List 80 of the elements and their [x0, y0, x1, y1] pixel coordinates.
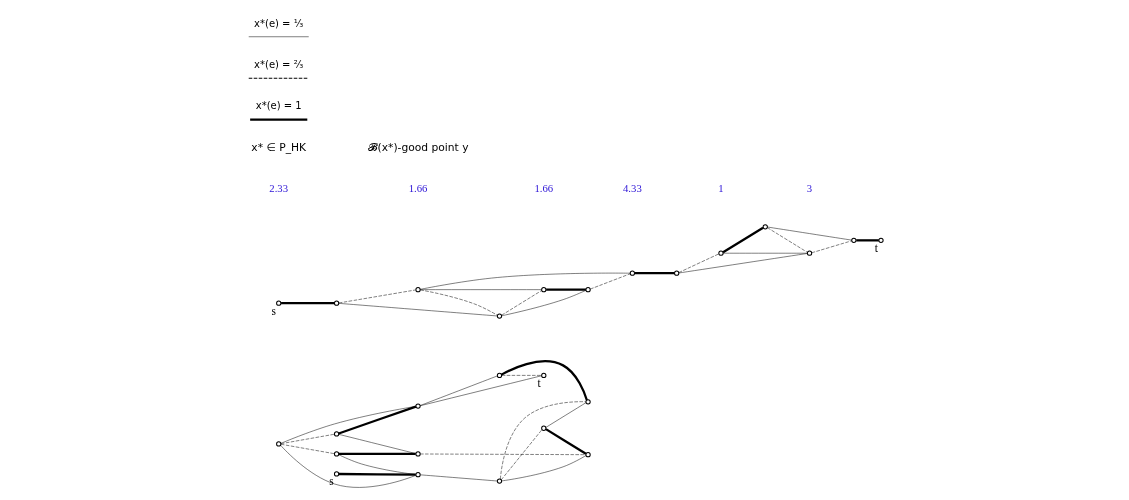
label: 𝓑(x*)-good point y	[367, 140, 469, 154]
connector	[280, 444, 335, 454]
node-circle	[585, 287, 591, 293]
connector	[420, 272, 631, 290]
node-circle	[333, 300, 340, 306]
connector	[419, 375, 498, 406]
connector	[280, 406, 416, 444]
connector	[634, 272, 675, 275]
connector	[501, 290, 587, 316]
node-label: t	[537, 376, 541, 389]
label: 1.66	[408, 182, 428, 195]
node-circle	[496, 372, 503, 379]
label: 4.33	[623, 182, 642, 195]
label: 1.66	[534, 182, 554, 195]
label: 3	[806, 182, 813, 195]
node-circle	[541, 287, 547, 293]
node-circle	[585, 452, 591, 458]
connector	[338, 303, 498, 317]
node-circle	[276, 300, 282, 306]
connector	[501, 455, 587, 482]
node-circle	[333, 451, 340, 457]
node-circle	[585, 399, 591, 405]
node-circle	[415, 472, 421, 478]
node-label: t	[874, 241, 878, 254]
connector	[722, 252, 808, 254]
legend-label: x*(e) = 1	[255, 100, 302, 112]
node-circle	[415, 451, 421, 457]
connector	[338, 472, 416, 476]
node-circle	[333, 471, 340, 477]
node-circle	[333, 431, 340, 437]
connector	[501, 429, 543, 481]
connector	[811, 240, 852, 254]
node-circle	[541, 372, 547, 379]
connector	[589, 273, 631, 290]
connector	[338, 434, 417, 454]
node-circle	[762, 224, 768, 230]
connector	[338, 454, 416, 475]
connector	[500, 360, 588, 401]
node-circle	[629, 270, 635, 276]
label: 1	[718, 182, 724, 195]
node-circle	[851, 237, 857, 243]
connector	[545, 428, 587, 455]
connector	[339, 452, 416, 456]
connector	[678, 253, 808, 274]
node-label: s	[271, 304, 276, 317]
connector	[546, 288, 586, 291]
connector	[501, 375, 542, 376]
connector	[420, 289, 542, 290]
connector	[420, 289, 498, 316]
node-circle	[878, 237, 884, 243]
connector	[280, 445, 417, 488]
connector	[500, 401, 586, 480]
node-circle	[718, 250, 724, 256]
connector	[338, 405, 417, 435]
connector	[767, 226, 852, 241]
connector	[420, 375, 542, 406]
connector	[419, 453, 586, 455]
connector	[280, 434, 335, 444]
node-circle	[496, 478, 503, 484]
node-circle	[496, 313, 503, 319]
connector	[338, 289, 416, 304]
connector	[545, 402, 587, 428]
node-circle	[806, 250, 813, 256]
connector	[856, 239, 879, 242]
connector	[767, 227, 808, 253]
connector	[722, 226, 764, 254]
legend-label: x*(e) = ¹⁄₃	[254, 17, 304, 29]
connector	[678, 253, 719, 273]
connector	[501, 290, 542, 316]
label: 2.33	[269, 182, 289, 195]
node-label: s	[329, 475, 334, 488]
node-circle	[276, 441, 282, 447]
connector	[420, 474, 498, 482]
legend-label: x*(e) = ²⁄₃	[254, 58, 304, 70]
connector	[281, 302, 335, 305]
node-circle	[415, 287, 421, 293]
node-circle	[415, 403, 421, 409]
label: x* ∈ P_HK	[251, 140, 307, 154]
node-circle	[541, 425, 547, 431]
node-circle	[674, 270, 680, 276]
